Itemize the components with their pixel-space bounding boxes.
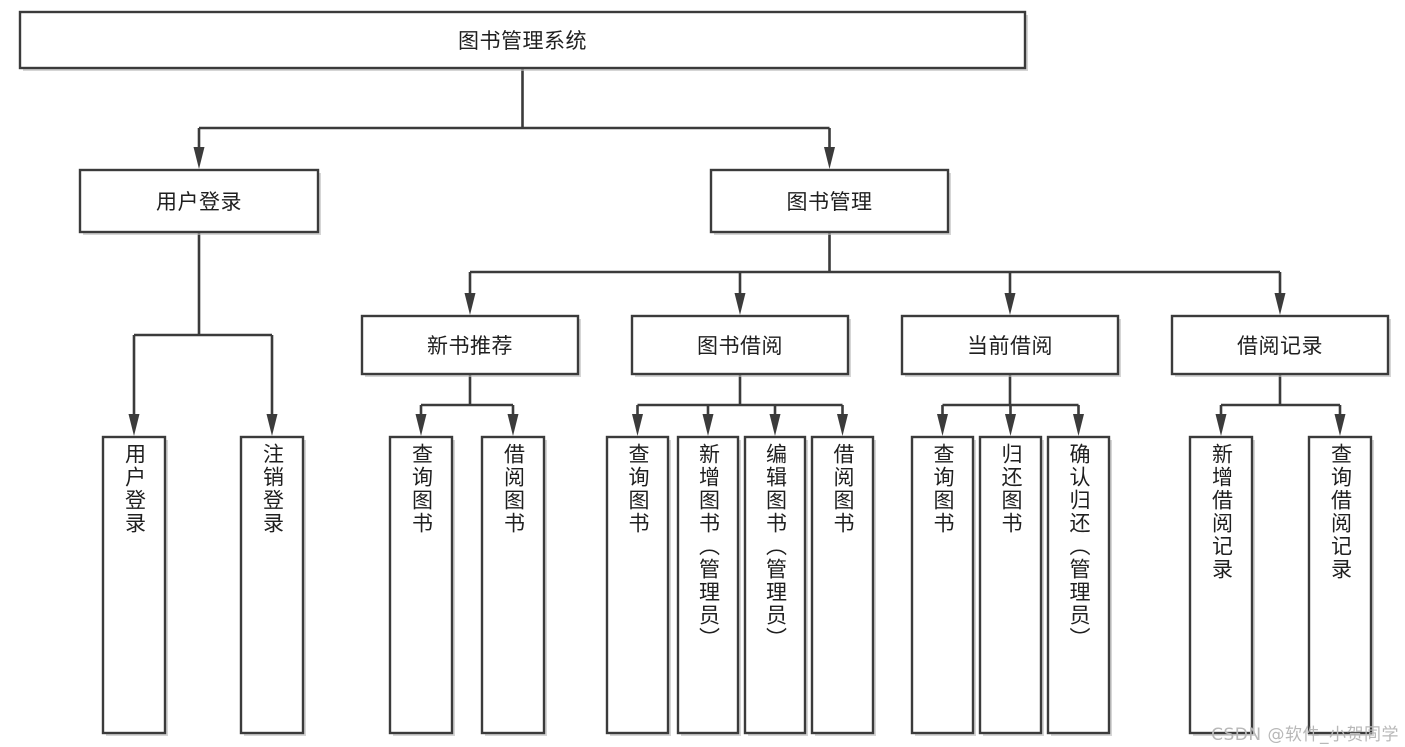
- node-box-leaf-logout[interactable]: [239, 435, 305, 735]
- node-box-leaf-borrow-book-2[interactable]: [810, 435, 875, 735]
- arrow-head-icon: [632, 414, 643, 436]
- node-box-borrow-record[interactable]: [1170, 314, 1390, 376]
- node-box-leaf-add-book[interactable]: [676, 435, 740, 735]
- arrow-head-icon: [415, 414, 427, 436]
- arrow-head-icon: [734, 293, 746, 315]
- node-box-leaf-borrow-book-1[interactable]: [480, 435, 546, 735]
- node-box-leaf-query-record[interactable]: [1307, 435, 1373, 735]
- arrow-head-icon: [464, 293, 476, 315]
- arrow-head-icon: [1274, 293, 1286, 315]
- arrow-head-icon: [769, 414, 781, 436]
- node-box-leaf-query-book-3[interactable]: [910, 435, 975, 735]
- arrow-head-icon: [1004, 293, 1016, 315]
- node-box-user-login[interactable]: [78, 168, 320, 234]
- arrow-head-icon: [1334, 414, 1346, 436]
- node-box-leaf-query-book-2[interactable]: [605, 435, 670, 735]
- node-box-leaf-add-record[interactable]: [1188, 435, 1254, 735]
- connector-layer: [128, 68, 1346, 436]
- arrow-head-icon: [507, 414, 519, 436]
- arrow-head-icon: [937, 414, 948, 436]
- node-box-leaf-confirm-return[interactable]: [1046, 435, 1111, 735]
- node-box-book-manage[interactable]: [709, 168, 950, 234]
- arrow-head-icon: [1005, 414, 1016, 436]
- arrow-head-icon: [193, 147, 205, 169]
- arrow-head-icon: [1215, 414, 1227, 436]
- arrow-head-icon: [128, 414, 140, 436]
- node-box-leaf-edit-book[interactable]: [743, 435, 807, 735]
- node-box-leaf-query-book-1[interactable]: [388, 435, 454, 735]
- arrow-head-icon: [266, 414, 278, 436]
- node-box-leaf-return-book[interactable]: [978, 435, 1043, 735]
- node-box-root[interactable]: [18, 10, 1027, 70]
- node-box-book-borrow[interactable]: [630, 314, 850, 376]
- arrow-head-icon: [702, 414, 714, 436]
- box-layer: [18, 10, 1391, 736]
- node-box-leaf-user-login[interactable]: [101, 435, 167, 735]
- arrow-head-icon: [837, 414, 848, 436]
- node-box-new-book-rec[interactable]: [360, 314, 580, 376]
- node-box-current-borrow[interactable]: [900, 314, 1120, 376]
- arrow-head-icon: [1073, 414, 1084, 436]
- arrow-head-icon: [824, 147, 835, 169]
